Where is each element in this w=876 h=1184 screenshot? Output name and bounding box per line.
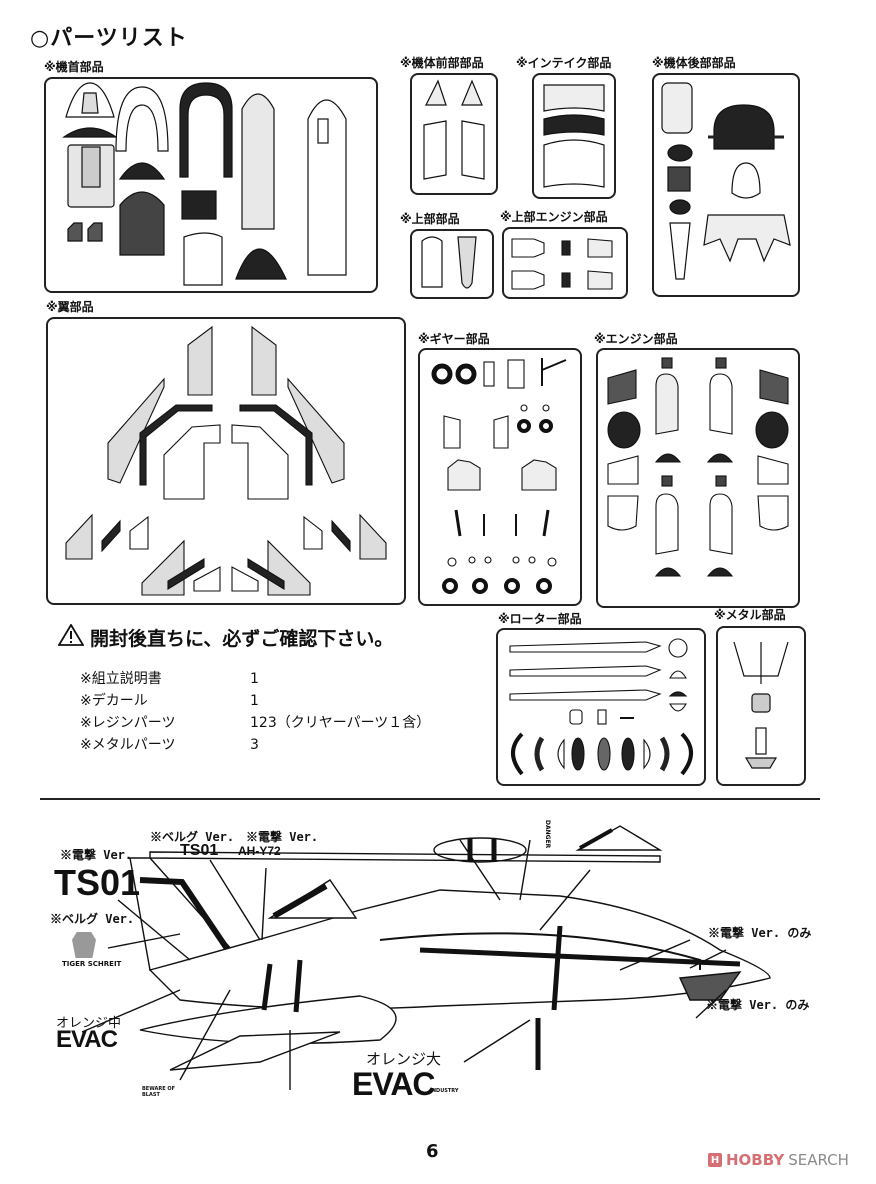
decal-label-orange-large: オレンジ大 [366, 1050, 442, 1068]
decal-label-dengeki-only-lower: ※電撃 Ver. のみ [706, 998, 810, 1012]
decal-logo-ah-y72: AH-Y72 [238, 844, 281, 858]
parts-box-front-fuselage [410, 73, 498, 195]
decal-danger-text: DANGER [544, 820, 551, 849]
parts-box-metal [716, 626, 806, 786]
section-label-gear: ※ギヤー部品 [418, 332, 490, 346]
page-title: ○パーツリスト [30, 26, 188, 51]
section-label-upper: ※上部部品 [400, 212, 460, 226]
contents-item-qty: 3 [250, 737, 259, 753]
engine-parts-illustration [607, 357, 789, 577]
rear-fuselage-parts-illustration [661, 82, 791, 280]
decal-evac-industry-text: INDUSTRY [430, 1088, 459, 1094]
parts-box-nose [44, 77, 378, 293]
contents-row: ※レジンパーツ 123（クリヤーパーツ１含） [80, 712, 430, 734]
contents-item-name: ※デカール [80, 693, 148, 709]
decal-beware-blast: BEWARE OF BLAST [142, 1086, 176, 1098]
parts-box-wing [46, 317, 406, 605]
section-label-nose: ※機首部品 [44, 60, 104, 74]
nose-parts-illustration [62, 82, 347, 286]
decal-label-dengeki-only-upper: ※電撃 Ver. のみ [708, 926, 812, 940]
aircraft-side-view-illustration [81, 825, 771, 1090]
section-divider [40, 798, 820, 800]
decal-logo-evac-medium: EVAC [56, 1026, 118, 1053]
contents-item-name: ※メタルパーツ [80, 737, 176, 753]
decal-logo-ts01-small: TS01 [180, 842, 219, 859]
section-label-rotor: ※ローター部品 [498, 612, 582, 626]
rotor-parts-illustration [509, 638, 693, 776]
contents-row: ※デカール 1 [80, 690, 430, 712]
tiger-schreit-emblem-icon [72, 932, 96, 958]
decal-label-belg-ver-top: ※ベルグ Ver. [150, 830, 235, 844]
decal-placement-guide: ※電撃 Ver. TS01 ※ベルグ Ver. TS01 ※電撃 Ver. AH… [0, 800, 876, 1120]
section-label-metal: ※メタル部品 [714, 608, 786, 622]
hobby-search-logo-icon: H [708, 1153, 722, 1167]
decal-label-dengeki-ver-top: ※電撃 Ver. [246, 830, 319, 844]
parts-box-gear [418, 348, 582, 606]
parts-box-rear-fuselage [652, 73, 800, 297]
section-label-intake: ※インテイク部品 [516, 56, 612, 70]
section-label-engine: ※エンジン部品 [594, 332, 678, 346]
gear-parts-illustration [431, 358, 567, 594]
decal-label-dengeki-ver-left: ※電撃 Ver. [60, 848, 133, 862]
contents-item-qty: 1 [250, 671, 259, 687]
parts-box-intake [532, 73, 616, 199]
parts-box-upper [410, 229, 494, 299]
contents-item-qty: 123（クリヤーパーツ１含） [250, 715, 431, 731]
metal-parts-illustration [733, 641, 789, 769]
decal-tiger-logo-text: TIGER SCHREIT [62, 960, 122, 968]
wing-parts-illustration [65, 325, 387, 596]
decal-logo-ts01-large: TS01 [54, 862, 141, 903]
package-contents-list: ※組立説明書 1 ※デカール 1 ※レジンパーツ 123（クリヤーパーツ１含） ※メタ… [80, 668, 430, 756]
warning-notice: 開封後直ちに、必ずご確認下さい。 [57, 623, 394, 651]
contents-item-qty: 1 [250, 693, 259, 709]
contents-item-name: ※レジンパーツ [80, 715, 176, 731]
intake-parts-illustration [543, 84, 605, 188]
decal-label-belg-ver-left: ※ベルグ Ver. [50, 912, 135, 926]
watermark-suffix: SEARCH [788, 1151, 849, 1169]
section-label-wing: ※翼部品 [46, 300, 94, 314]
upper-engine-parts-illustration [511, 238, 613, 290]
section-label-upper-engine: ※上部エンジン部品 [500, 210, 608, 224]
warning-text: 開封後直ちに、必ずご確認下さい。 [90, 628, 394, 650]
contents-row: ※組立説明書 1 [80, 668, 430, 690]
watermark-brand: HOBBY [726, 1151, 785, 1169]
parts-box-rotor [496, 628, 706, 786]
decal-logo-evac-large: EVAC [352, 1066, 436, 1102]
parts-box-engine [596, 348, 800, 608]
page-number: 6 [426, 1141, 439, 1162]
section-label-front-fuselage: ※機体前部部品 [400, 56, 484, 70]
front-fuselage-parts-illustration [423, 79, 485, 180]
upper-parts-illustration [421, 236, 477, 289]
warning-triangle-icon [57, 623, 85, 651]
decal-label-orange-medium: オレンジ中 [56, 1016, 122, 1031]
contents-row: ※メタルパーツ 3 [80, 734, 430, 756]
contents-item-name: ※組立説明書 [80, 671, 162, 687]
section-label-rear-fuselage: ※機体後部部品 [652, 56, 736, 70]
parts-box-upper-engine [502, 227, 628, 299]
hobby-search-watermark: H HOBBY SEARCH [708, 1151, 849, 1169]
